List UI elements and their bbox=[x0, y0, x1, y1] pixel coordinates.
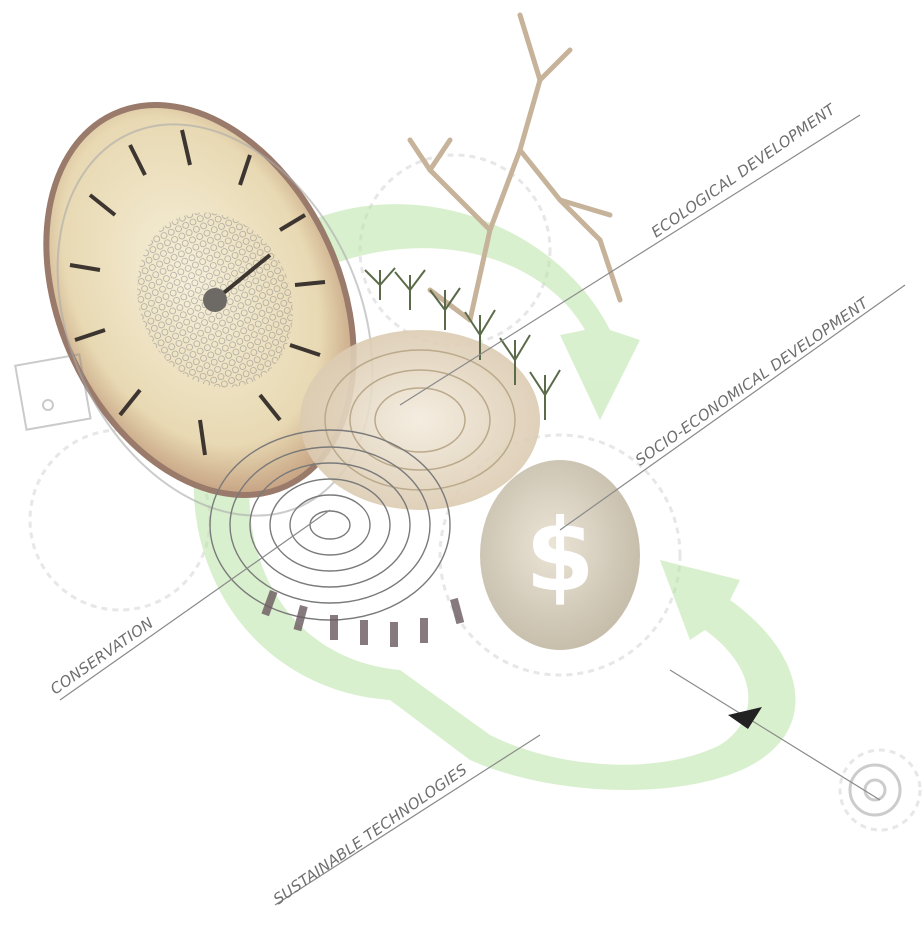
label-socio-economical-development: SOCIO-ECONOMICAL DEVELOPMENT bbox=[632, 293, 873, 469]
tree-rings bbox=[300, 330, 540, 510]
dollar-icon: $ bbox=[525, 497, 595, 614]
thorn-branch bbox=[410, 15, 620, 320]
gear-icon bbox=[850, 765, 900, 815]
label-conservation: CONSERVATION bbox=[47, 614, 157, 698]
currency-coin: $ bbox=[480, 460, 640, 650]
label-ecological-development: ECOLOGICAL DEVELOPMENT bbox=[648, 99, 840, 241]
label-sustainable-technologies: SUSTAINABLE TECHNOLOGIES bbox=[270, 760, 471, 908]
